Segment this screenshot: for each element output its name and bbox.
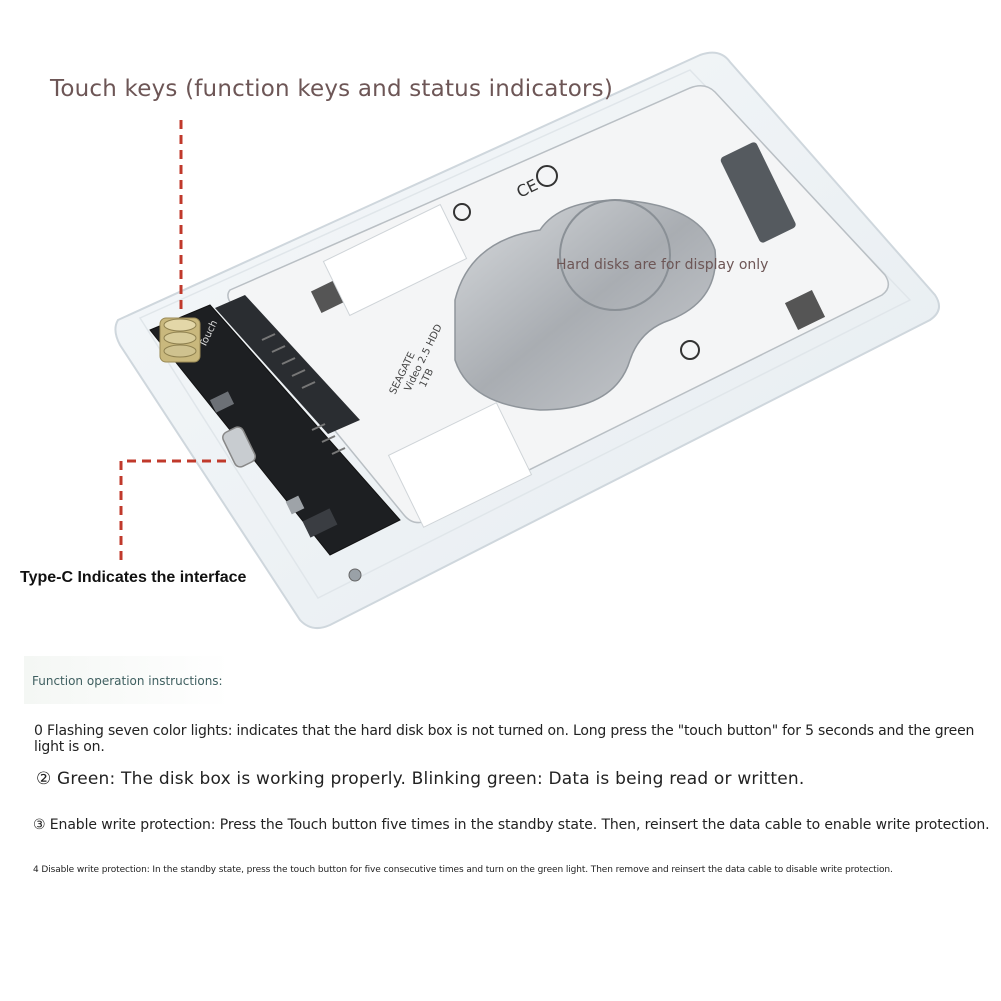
instruction-item-3: ③ Enable write protection: Press the Tou… [33, 817, 990, 833]
qr-code-icon [784, 289, 826, 331]
type-c-callout: Type-C Indicates the interface [20, 569, 247, 586]
screw-icon [348, 568, 362, 582]
instruction-item-4: 4 Disable write protection: In the stand… [33, 865, 893, 875]
usb-c-port-icon [222, 426, 256, 468]
instructions-heading: Function operation instructions: [32, 674, 223, 688]
product-illustration: CE SEAGATE Video 2.5 HDD 1TB Touch [114, 51, 940, 630]
touch-keys-callout: Touch keys (function keys and status ind… [50, 76, 614, 102]
pcb-board [149, 295, 401, 556]
heading-shade [24, 656, 230, 704]
type-c-callout-line [119, 459, 226, 566]
instruction-item-2: ② Green: The disk box is working properl… [36, 769, 805, 789]
instruction-item-1: 0 Flashing seven color lights: indicates… [34, 723, 975, 755]
qr-code-icon [310, 280, 344, 314]
display-only-note: Hard disks are for display only [556, 257, 769, 273]
hard-disk: CE [227, 85, 890, 528]
touch-key-spring-icon [159, 317, 201, 363]
drive-end-pad [720, 142, 796, 243]
drive-metal-plate [454, 199, 717, 411]
